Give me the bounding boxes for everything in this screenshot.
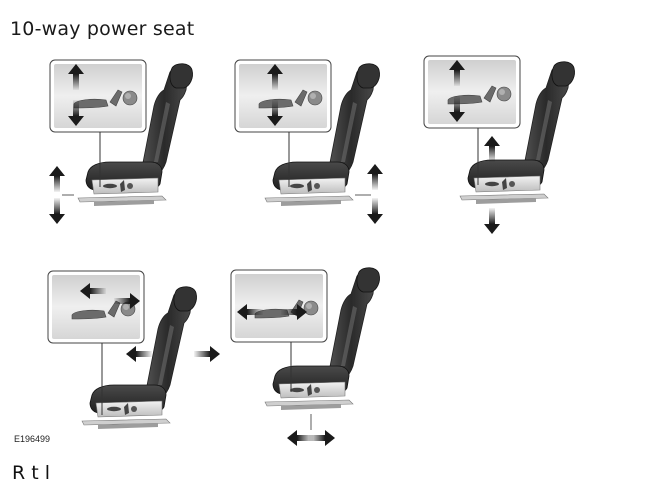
- next-section-heading: R t l: [12, 462, 51, 484]
- recline-forward-arrow-icon: [194, 346, 220, 362]
- switch-inset: [234, 59, 332, 133]
- illustration-seat-height: [40, 52, 205, 227]
- seat-up-arrow-icon: [49, 166, 65, 192]
- illustration-front-cushion-height: [420, 52, 585, 237]
- switch-inset: [423, 55, 521, 129]
- seat-up-arrow-icon: [484, 136, 500, 162]
- illustration-seatback-recline: [40, 265, 220, 440]
- illustration-seat-fore-aft: [225, 262, 395, 447]
- seat-down-arrow-icon: [367, 198, 383, 224]
- section-title: 10-way power seat: [10, 18, 195, 40]
- switch-inset: [47, 270, 145, 344]
- switch-inset: [49, 59, 147, 133]
- recline-back-arrow-icon: [126, 346, 152, 362]
- figure-id: E196499: [14, 434, 51, 444]
- fore-aft-right-arrow-icon: [309, 430, 335, 446]
- seat-up-arrow-icon: [367, 164, 383, 190]
- seat-down-arrow-icon: [484, 208, 500, 234]
- illustration-rear-cushion-height: [225, 52, 390, 227]
- seat-down-arrow-icon: [49, 198, 65, 224]
